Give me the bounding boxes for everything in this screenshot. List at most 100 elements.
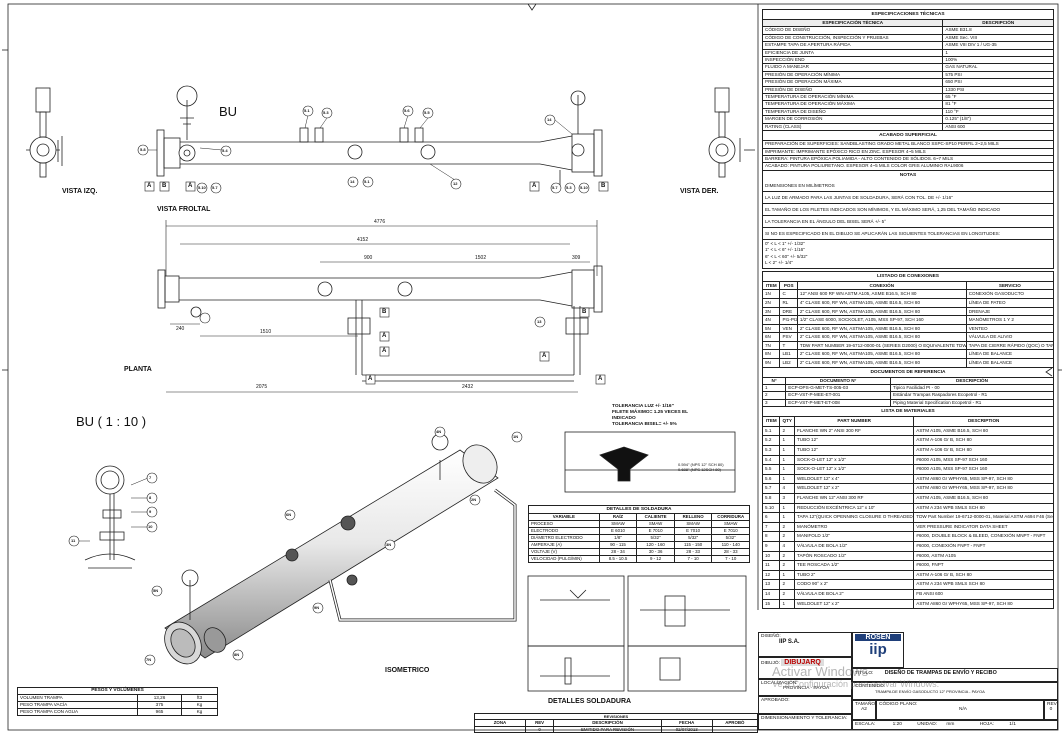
iip-logo: iip: [869, 641, 887, 658]
material-cell: 14: [761, 588, 781, 600]
welding-cell: 7 - 10: [711, 555, 750, 563]
tb-rev: REV: 0: [1044, 700, 1058, 720]
marker-b: B: [582, 309, 587, 315]
welding-cell: E 6010: [598, 527, 638, 535]
connection-cell: DRENAJE: [965, 306, 1055, 317]
connection-cell: 2N: [761, 297, 781, 308]
connection-cell: 1N: [761, 289, 781, 299]
tb-drew-logo: DIBUJARQ: [781, 659, 824, 666]
weight-cell: 375: [137, 701, 182, 709]
spec-cell: FLUIDO A MANEJAR: [761, 63, 944, 72]
welding-cell: SMAW: [636, 520, 675, 528]
tb-title: TÍTULO: DISEÑO DE TRAMPAS DE ENVÍO Y REC…: [852, 668, 1058, 682]
watermark-line2: Ve a Configuración para activar Windows.: [772, 679, 940, 689]
material-cell: 5.2: [761, 435, 781, 447]
material-cell: 9: [761, 541, 781, 552]
material-cell: 12: [761, 569, 781, 581]
callout: 5.4: [222, 148, 228, 153]
material-cell: #6000 A105, MSS SP-97 SCH 160: [913, 454, 1054, 466]
callout: 3N: [386, 542, 392, 547]
material-cell: ASTM A 234 WPB SMLS SCH 80: [913, 579, 1054, 590]
materials-header-cell: ITEM: [761, 416, 781, 427]
reference-cell: 2: [761, 391, 787, 400]
right-view: [708, 87, 755, 178]
tb-location: LOCALIZACIÓN: PROVINCIA - PAYOA: [758, 679, 852, 696]
welding-cell: E 7010: [711, 527, 750, 535]
material-cell: 5.6: [761, 473, 781, 485]
material-cell: 1: [779, 445, 795, 456]
welding-cell: 110 - 140: [711, 541, 750, 549]
marker-b: B: [162, 183, 167, 189]
bu-tag: BU: [219, 104, 238, 119]
isometric-label: ISOMETRICO: [385, 667, 430, 674]
connection-cell: RL: [779, 297, 798, 308]
welding-cell: DIÁMETRO ELECTRODO: [528, 534, 600, 542]
materials-header-cell: DESCRIPTION: [913, 416, 1054, 427]
references-header: N°DOCUMENTO N°DESCRIPCIÓN: [761, 376, 1054, 386]
references-header-cell: DESCRIPCIÓN: [890, 376, 1054, 386]
material-cell: TEE ROSCADA 1/2": [793, 560, 915, 571]
spec-cell: GAS NATURAL: [942, 63, 1054, 72]
weight-cell: ft3: [181, 694, 218, 702]
welding-cell: SMAW: [711, 520, 750, 528]
callout: 14: [350, 179, 355, 184]
spec-cell: PRESIÓN DE OPERACIÓN MÁXIMA: [761, 78, 944, 87]
marker-a: A: [382, 333, 387, 339]
references-header-cell: N°: [761, 376, 787, 386]
detail-scale-label: BU ( 1 : 10 ): [76, 414, 147, 429]
spec-cell: ANSI 600: [942, 122, 1054, 132]
spec-cell: TEMPERATURA DE DISEÑO: [761, 107, 944, 117]
callout: 14: [547, 117, 552, 122]
material-cell: #6000, CONEXIÓN FNPT - FNPT: [913, 541, 1054, 552]
spec-cell: CÓDIGO DE DISEÑO: [761, 26, 944, 35]
callout: 8N: [234, 652, 240, 657]
spec-cell: EFICIENCIA DE JUNTA: [761, 48, 944, 58]
revisions-header-cell: REV: [524, 719, 555, 727]
welding-header-cell: RAÍZ: [598, 513, 638, 521]
tb-design: DISEÑÓ: IIP S.A.: [758, 632, 852, 657]
material-cell: ASTM A 234 WPB SMLS SCH 80: [913, 502, 1054, 514]
welding-cell: ELECTRODO: [528, 527, 600, 535]
connection-cell: 6N: [761, 332, 781, 342]
dim-1502: 1502: [475, 255, 487, 261]
connection-cell: 9N: [761, 358, 781, 368]
material-cell: FLANCHE WN 2" ANSI 300 RF: [793, 425, 915, 437]
materials-title: LISTA DE MATERIALES: [762, 407, 1054, 417]
marker-b: B: [601, 183, 606, 189]
material-cell: TAPA 12"(QUICK OPENNING CLOSURE O THREAD…: [793, 512, 915, 523]
material-cell: MANIFOLD 1/2": [793, 531, 915, 542]
front-view-label: VISTA FROLTAL: [157, 206, 211, 213]
tb-size: TAMAÑO: A2: [852, 700, 876, 720]
tb-content-value: TRAMPA DE ENVÍO GASODUCTO 12" PROVINCIA …: [875, 689, 985, 694]
welding-cell: 28 - 33: [711, 548, 750, 556]
callout: 5.10: [580, 185, 588, 190]
note-line: SI NO ES ESPECIFICADO EN EL DIBUJO SE AP…: [762, 227, 1054, 240]
tb-approved: APROBADO:: [758, 696, 852, 714]
spec-cell: 650 PSI: [942, 78, 1054, 87]
connections-header-cell: SERVICIO: [965, 280, 1055, 291]
spec-cell: 1330 PSI: [942, 85, 1054, 95]
tb-design-label: DISEÑÓ:: [761, 634, 781, 639]
reference-cell: Piping Material Specification Ecopetrol …: [890, 398, 1054, 408]
connection-cell: 2" CLASE 600, RF WN, ASTMA105, ASME B16.…: [796, 332, 967, 342]
material-cell: 1: [779, 454, 795, 466]
